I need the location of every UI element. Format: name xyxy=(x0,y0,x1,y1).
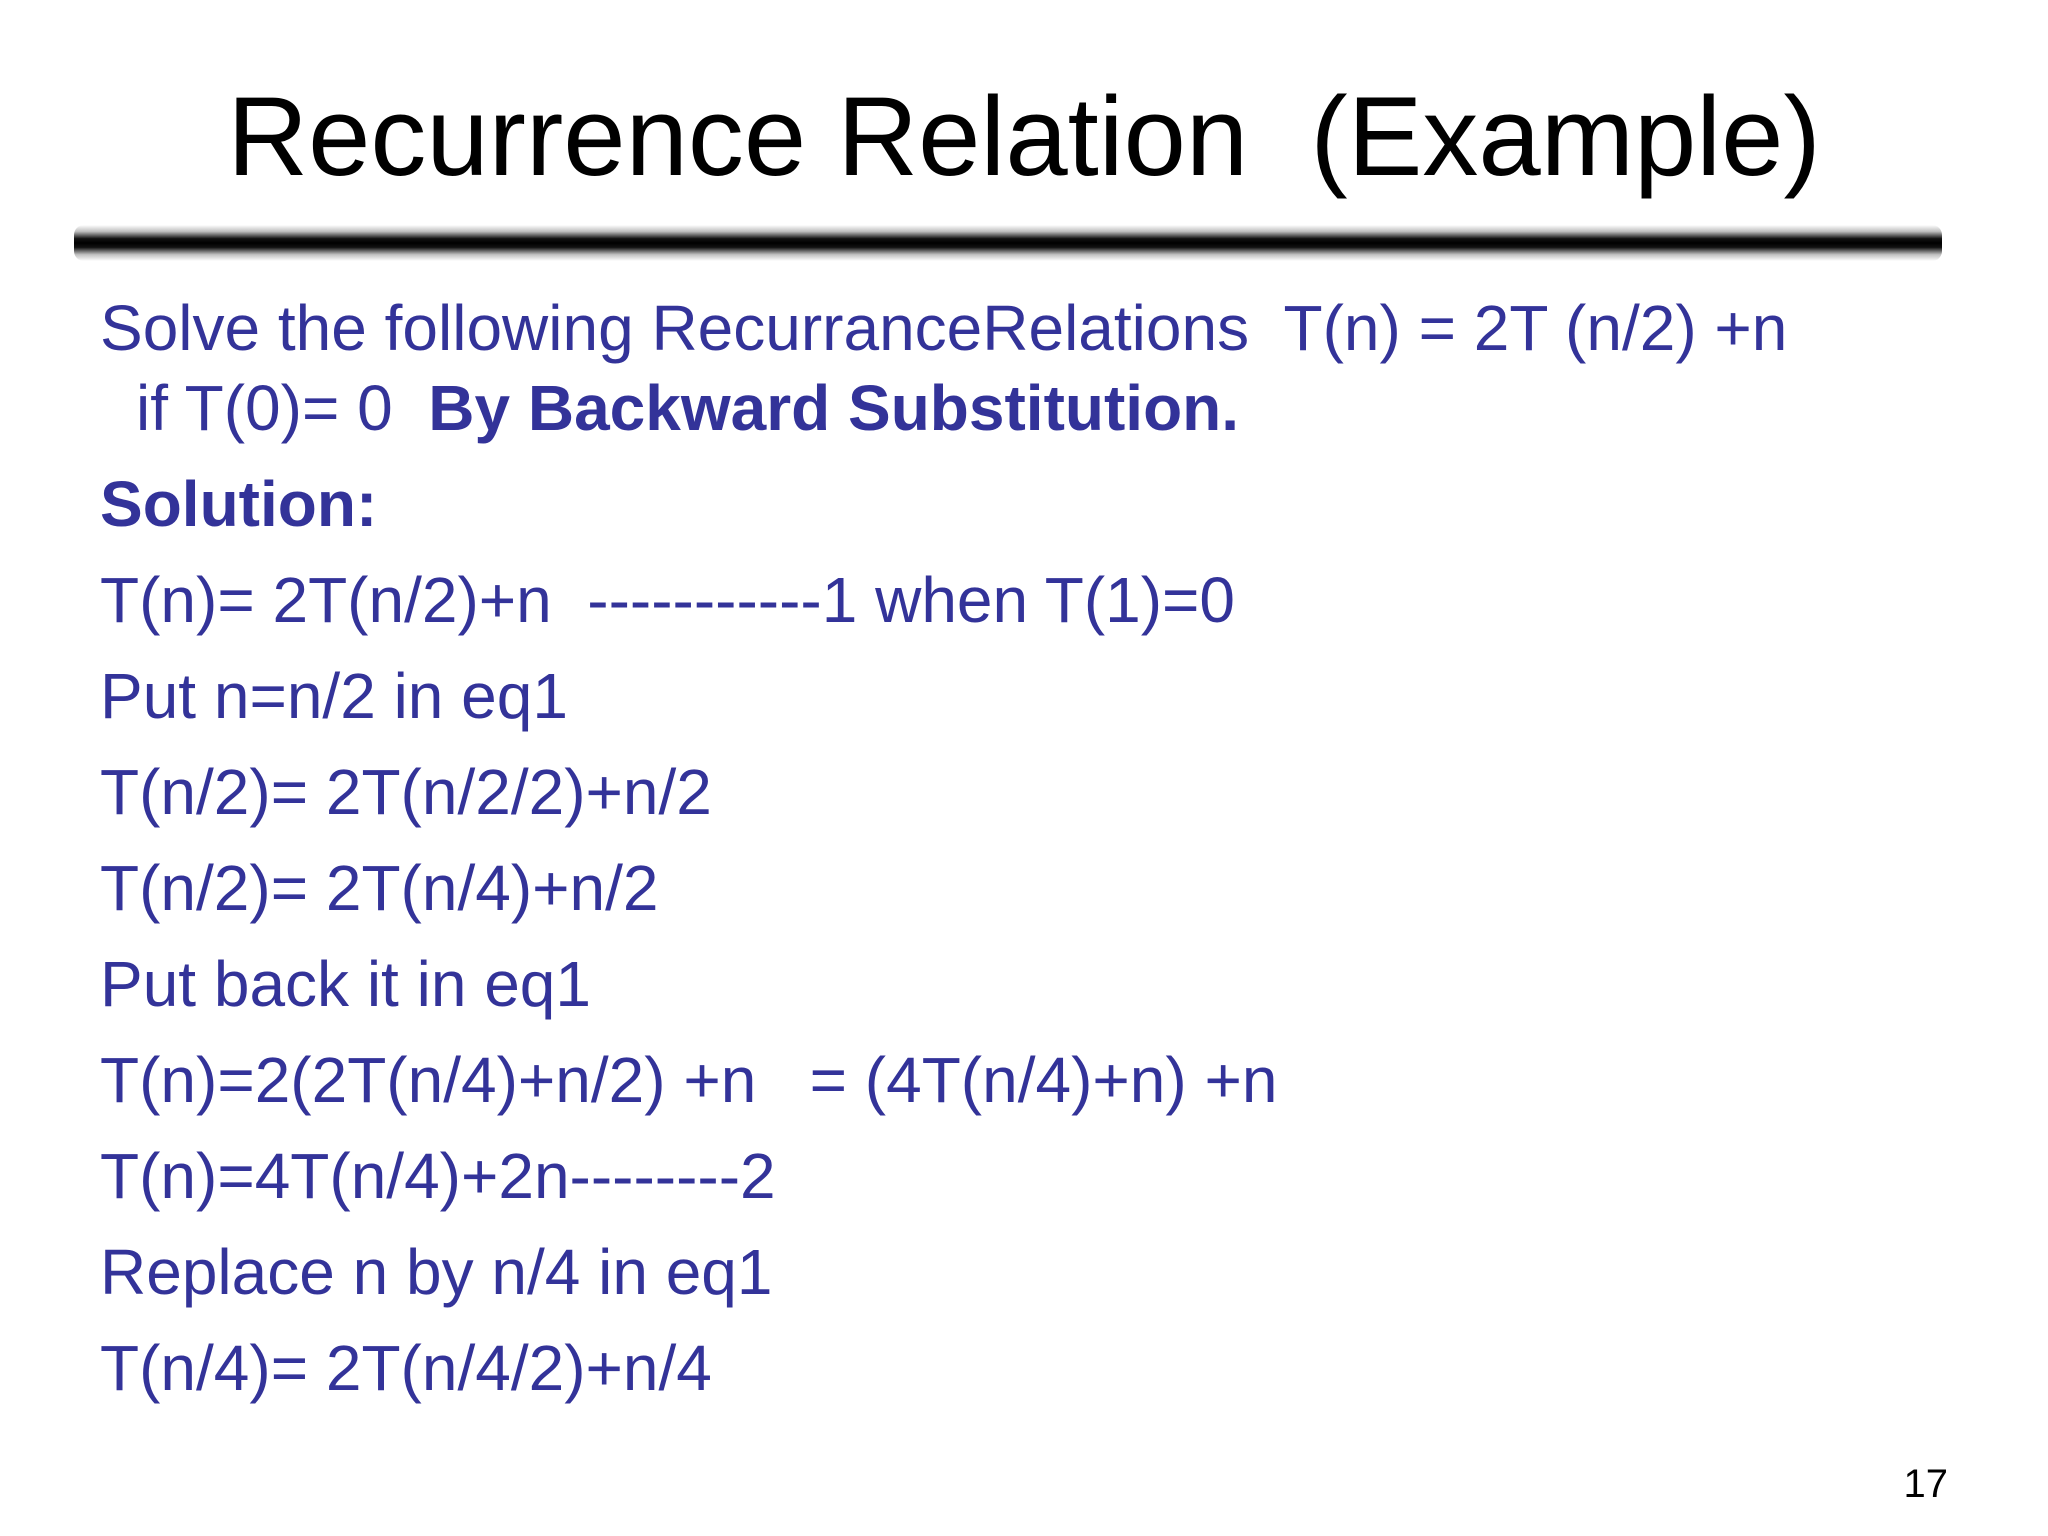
page-number: 17 xyxy=(1903,1462,1949,1506)
problem-condition: if T(0)= 0 xyxy=(136,372,429,444)
solution-step: T(n)=2(2T(n/4)+n/2) +n = (4T(n/4)+n) +n xyxy=(100,1044,1278,1116)
solution-step: Put back it in eq1 xyxy=(100,948,591,1020)
solution-step: T(n/2)= 2T(n/4)+n/2 xyxy=(100,852,659,924)
solution-step: T(n/2)= 2T(n/2/2)+n/2 xyxy=(100,756,712,828)
problem-line-2: if T(0)= 0 By Backward Substitution. xyxy=(100,368,1940,448)
solution-step: Put n=n/2 in eq1 xyxy=(100,660,568,732)
solution-step: T(n)=4T(n/4)+2n--------2 xyxy=(100,1140,776,1212)
solution-step: Replace n by n/4 in eq1 xyxy=(100,1236,773,1308)
solution-step: T(n)= 2T(n/2)+n -----------1 when T(1)=0 xyxy=(100,564,1235,636)
slide-body: Solve the following RecurranceRelations … xyxy=(100,288,1940,1408)
problem-method: By Backward Substitution. xyxy=(428,372,1240,444)
title-divider xyxy=(74,225,1942,261)
problem-line-1: Solve the following RecurranceRelations … xyxy=(100,292,1788,364)
solution-step: T(n/4)= 2T(n/4/2)+n/4 xyxy=(100,1332,712,1404)
solution-heading: Solution: xyxy=(100,468,378,540)
slide-title: Recurrence Relation (Example) xyxy=(227,74,1821,199)
